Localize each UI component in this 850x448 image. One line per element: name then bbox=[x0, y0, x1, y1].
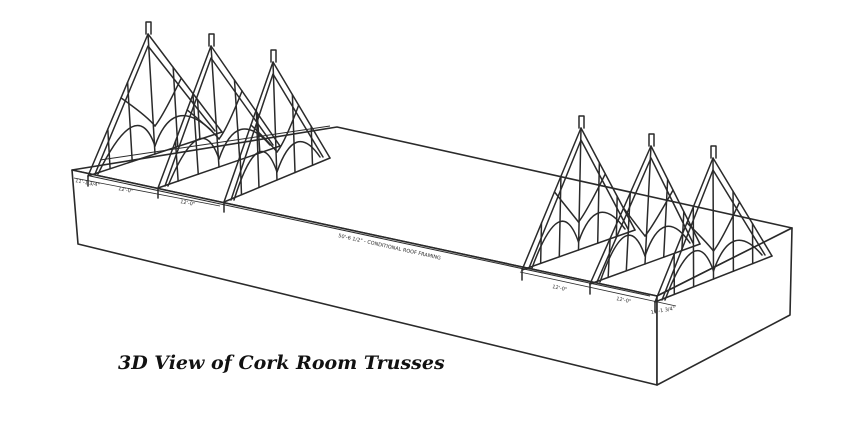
diagram-title: 3D View of Cork Room Trusses bbox=[118, 352, 445, 374]
plate-line-inner bbox=[89, 175, 651, 297]
truss-brace-right bbox=[712, 201, 741, 252]
truss-1 bbox=[87, 21, 223, 187]
dim-left-spacing-2: 12'-0" bbox=[180, 199, 196, 208]
truss-arch-right bbox=[276, 140, 321, 173]
truss-4 bbox=[521, 115, 636, 281]
truss-brace-right bbox=[577, 173, 607, 223]
truss-6 bbox=[654, 145, 773, 313]
box-right-face bbox=[656, 227, 793, 386]
dim-line-left bbox=[73, 177, 221, 207]
truss-post-cap bbox=[270, 49, 277, 63]
truss-brace-right bbox=[154, 77, 183, 127]
truss-web-right-1 bbox=[615, 195, 618, 238]
dim-right-end: 11'-1 3/4" bbox=[650, 306, 675, 316]
truss-brace-left bbox=[250, 124, 278, 153]
truss-arch-right bbox=[577, 211, 626, 243]
truss-arch-right bbox=[712, 239, 763, 272]
dim-left-spacing-1: 12'-0" bbox=[118, 186, 134, 195]
truss-web-left-2 bbox=[192, 93, 200, 175]
truss-top-chord-inner bbox=[164, 57, 274, 187]
truss-arch-left bbox=[233, 150, 278, 201]
dim-right-spacing-1: 12'-0" bbox=[552, 284, 568, 293]
truss-brace-left bbox=[686, 222, 715, 252]
truss-web-right-2 bbox=[233, 79, 241, 161]
truss-web-left-2 bbox=[625, 192, 632, 272]
truss-king-post bbox=[210, 45, 220, 168]
truss-brace-left bbox=[622, 207, 646, 237]
truss-arch-left bbox=[664, 250, 715, 301]
truss-web-left-2 bbox=[558, 175, 562, 258]
truss-brace-left bbox=[120, 97, 156, 127]
truss-post-cap bbox=[710, 145, 717, 159]
dim-right-spacing-2: 12'-0" bbox=[616, 296, 632, 305]
truss-post-cap bbox=[145, 21, 152, 35]
truss-king-post bbox=[644, 145, 652, 265]
truss-brace-right bbox=[276, 104, 300, 153]
truss-post-cap bbox=[648, 133, 655, 147]
truss-web-left-1 bbox=[539, 222, 543, 265]
truss-web-left-2 bbox=[126, 81, 133, 163]
truss-web-right-2 bbox=[291, 93, 296, 174]
truss-arch-left bbox=[599, 234, 646, 283]
truss-king-post bbox=[712, 157, 715, 280]
truss-king-post bbox=[577, 127, 582, 251]
truss-5 bbox=[589, 133, 701, 295]
truss-king-post bbox=[147, 33, 156, 155]
truss-3 bbox=[223, 49, 331, 213]
truss-brace-right bbox=[644, 189, 674, 237]
truss-web-left-1 bbox=[174, 140, 179, 182]
plate-line-back bbox=[99, 125, 331, 161]
truss-brace-left bbox=[553, 191, 580, 223]
truss-king-post bbox=[272, 61, 278, 181]
truss-web-right-2 bbox=[662, 178, 669, 258]
truss-brace-right bbox=[218, 90, 243, 140]
truss-arch-left bbox=[97, 124, 156, 175]
truss-brace-left bbox=[186, 109, 220, 140]
truss-post-cap bbox=[208, 33, 215, 47]
dimension-lines bbox=[73, 177, 677, 307]
truss-web-right-2 bbox=[172, 66, 179, 148]
truss-web-right-2 bbox=[596, 161, 601, 244]
truss-web-left-2 bbox=[255, 108, 260, 189]
truss-arch-right bbox=[644, 225, 691, 257]
truss-arch-left bbox=[531, 220, 580, 269]
trusses bbox=[87, 21, 773, 313]
truss-post-cap bbox=[578, 115, 585, 129]
truss-web-right-1 bbox=[310, 125, 314, 167]
truss-web-left-1 bbox=[239, 155, 243, 196]
truss-web-left-1 bbox=[107, 128, 111, 170]
truss-arch-left bbox=[167, 137, 220, 187]
dim-left-end: 11'-1 3/4" bbox=[75, 178, 100, 189]
dim-line-right bbox=[519, 271, 677, 307]
